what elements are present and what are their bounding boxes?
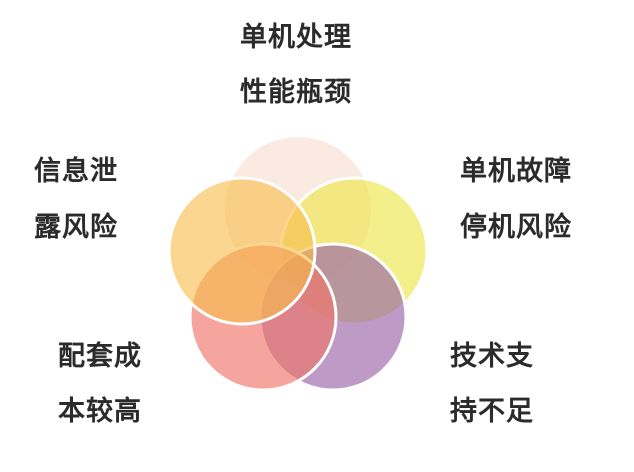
label-bottom-right-line2: 持不足 <box>450 396 534 427</box>
label-bottom-right-line1: 技术支 <box>450 341 534 372</box>
circle-left <box>167 176 317 326</box>
label-right-line1: 单机故障 <box>460 156 572 187</box>
label-bottom-left-line2: 本较高 <box>58 396 142 427</box>
label-left: 信息泄 露风险 <box>34 156 118 244</box>
label-bottom-right: 技术支 持不足 <box>450 341 534 428</box>
label-right-line2: 停机风险 <box>460 212 572 243</box>
label-bottom-left: 配套成 本较高 <box>58 341 142 428</box>
label-top-line1: 单机处理 <box>240 22 352 53</box>
label-left-line1: 信息泄 <box>34 156 118 187</box>
label-top: 单机处理 性能瓶颈 <box>240 22 352 109</box>
label-top-line2: 性能瓶颈 <box>240 77 352 108</box>
label-right: 单机故障 停机风险 <box>460 156 572 244</box>
label-bottom-left-line1: 配套成 <box>58 341 142 372</box>
label-left-line2: 露风险 <box>34 212 118 243</box>
